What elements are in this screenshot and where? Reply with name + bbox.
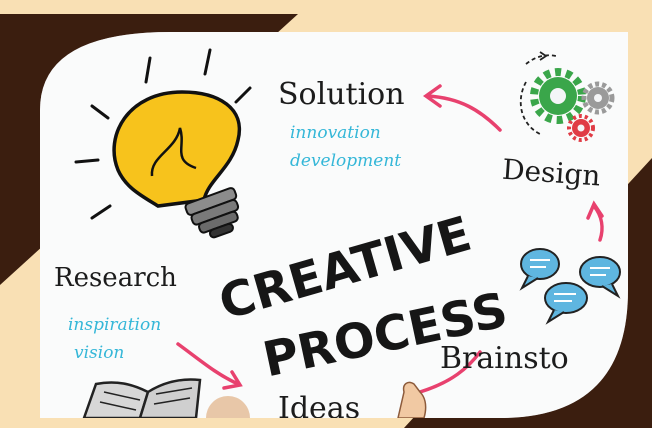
node-solution: Solution xyxy=(278,77,405,112)
node-research: Research xyxy=(54,263,177,293)
whiteboard-photo xyxy=(40,32,628,418)
sublabel-inspiration: inspiration xyxy=(68,315,161,335)
open-book-icon xyxy=(82,378,202,418)
node-design: Design xyxy=(501,153,601,193)
node-ideas: Ideas xyxy=(278,391,360,426)
speech-bubbles-icon xyxy=(519,248,621,325)
lightbulb-icon xyxy=(74,48,252,239)
sublabel-vision: vision xyxy=(74,343,124,363)
node-brainstorm: Brainsto xyxy=(440,341,569,376)
sublabel-development: development xyxy=(290,151,401,171)
process-arrows xyxy=(176,84,604,394)
gears-icon xyxy=(519,51,615,142)
sublabel-innovation: innovation xyxy=(290,123,381,143)
raised-hand-icon xyxy=(206,381,427,418)
